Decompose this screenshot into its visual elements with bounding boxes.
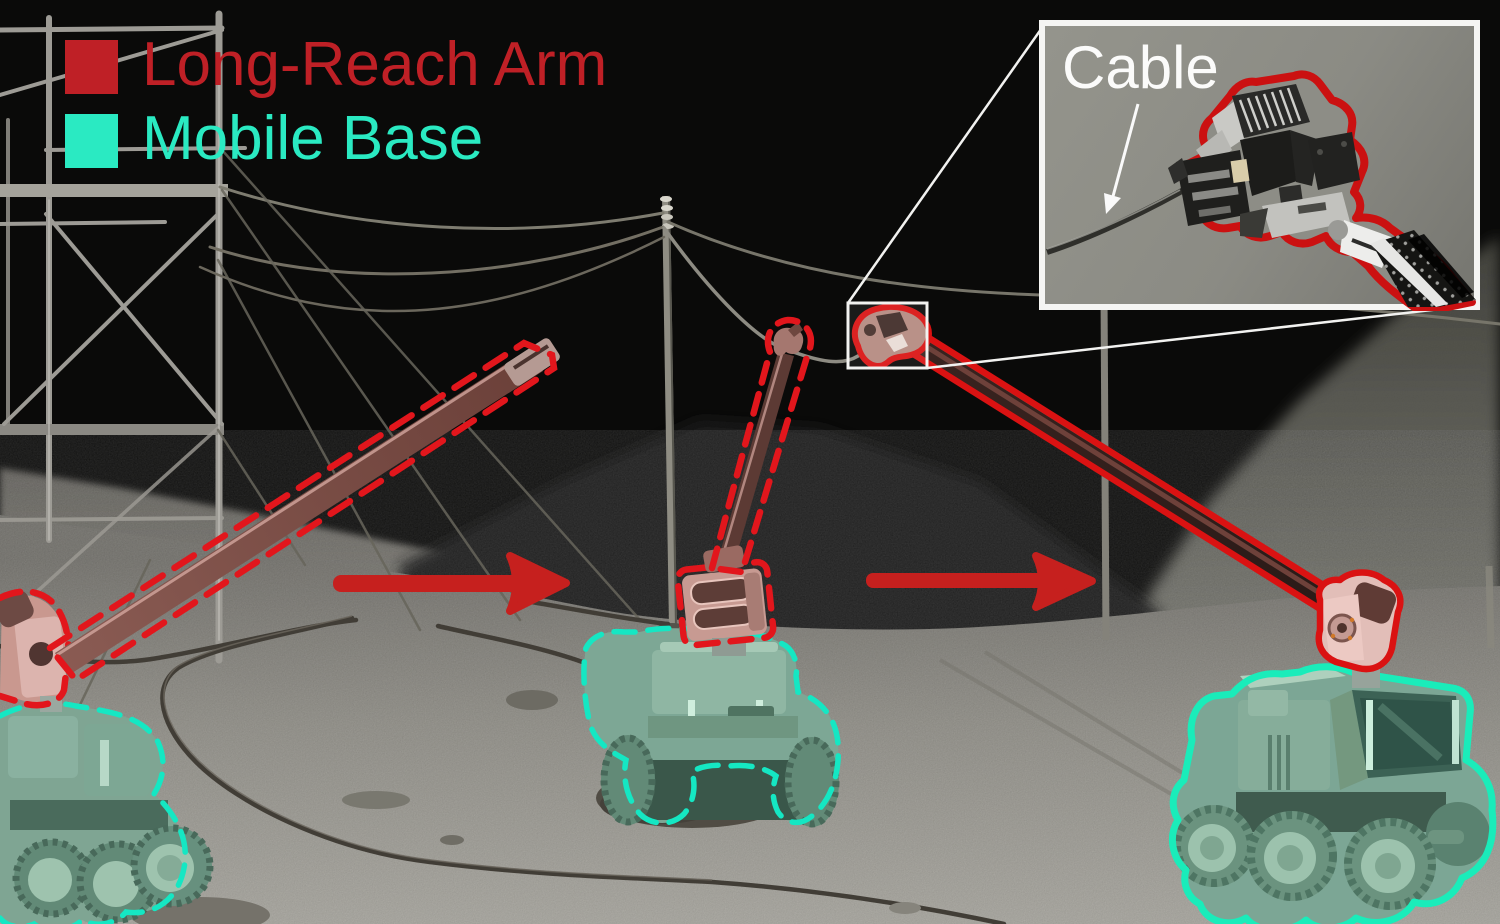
- solid-red-outline-gripper-3: [851, 303, 932, 369]
- robot-pose-2: [581, 316, 842, 828]
- robot-pose-1: [0, 338, 560, 924]
- arrows: [333, 552, 1096, 615]
- arm-shoulder-2: [674, 558, 777, 656]
- mobile-base-3: [1168, 663, 1497, 924]
- solid-red-outline-shoulder-3: [1315, 569, 1404, 673]
- legend-swatch-mobile-base: [65, 114, 118, 168]
- mobile-base-2: [581, 625, 842, 828]
- legend-row-long-reach-arm: Long-Reach Arm: [65, 34, 607, 96]
- callout: [846, 24, 1476, 370]
- dashed-teal-outline-1: [0, 700, 188, 924]
- legend-swatch-long-reach-arm: [65, 40, 118, 94]
- dashed-teal-outline-2: [581, 625, 842, 826]
- robot-pose-3: [851, 303, 1497, 924]
- inset-panel: [1039, 20, 1480, 311]
- inset-cable-label: Cable: [1062, 34, 1219, 101]
- rock: [889, 902, 921, 914]
- arm-shoulder-1: [0, 588, 72, 712]
- legend: Long-Reach Arm Mobile Base: [65, 34, 607, 188]
- dashed-red-outline-arm-1: [45, 339, 558, 685]
- mobile-base-1: [0, 700, 214, 924]
- legend-label-mobile-base: Mobile Base: [142, 104, 484, 173]
- arrow-2: [866, 552, 1096, 611]
- callout-rect: [846, 301, 929, 370]
- wheel-tracks: [938, 650, 1222, 804]
- legend-row-mobile-base: Mobile Base: [65, 108, 607, 170]
- wheels-3: [1173, 802, 1490, 910]
- inset-gripper: [1168, 70, 1476, 311]
- callout-line-bottom: [926, 303, 1476, 370]
- rock: [506, 690, 558, 710]
- solid-teal-outline-3: [1168, 663, 1497, 924]
- arrow-1: [333, 552, 570, 615]
- arm-tip-1: [504, 338, 560, 386]
- rock: [440, 835, 464, 845]
- legend-label-long-reach-arm: Long-Reach Arm: [142, 30, 608, 99]
- inset-label-arrow: [1104, 103, 1140, 214]
- gripper-3: [851, 303, 932, 369]
- dashed-red-outline-arm-2: [707, 316, 815, 576]
- arm-shoulder-3: [1315, 569, 1404, 688]
- callout-line-top: [846, 24, 1046, 304]
- long-reach-arm-2: [703, 316, 815, 576]
- long-reach-arm-1: [45, 338, 560, 685]
- rock: [342, 791, 410, 809]
